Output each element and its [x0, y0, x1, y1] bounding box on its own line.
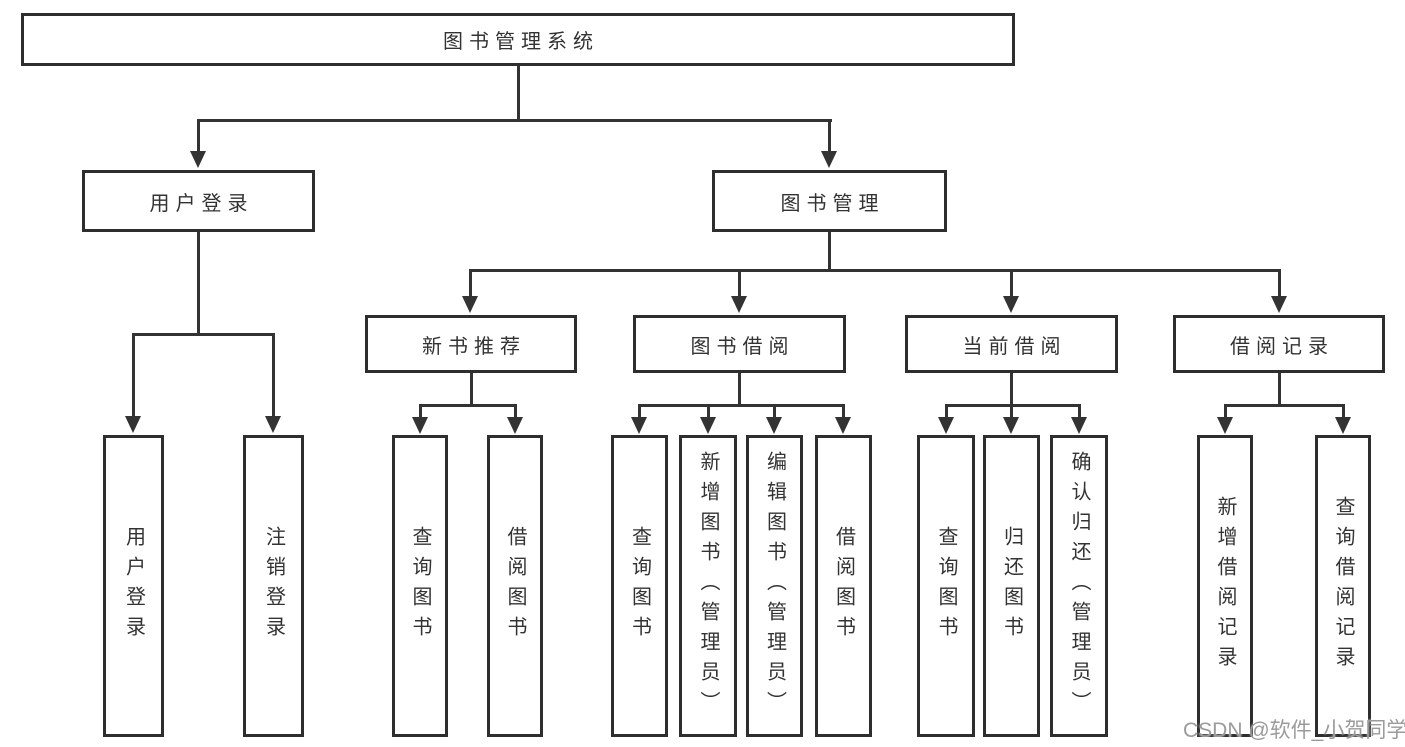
connector-cb-stem: [1010, 373, 1013, 406]
arrow-down-icon: [700, 417, 716, 434]
node-label: 借阅图书: [832, 526, 855, 646]
node-label: 注销登录: [262, 526, 285, 646]
node-label: 图书借阅: [690, 335, 795, 358]
leaf-bb-edit-books-admin: 编辑图书（管理员）: [746, 435, 803, 737]
connector-to-bb-add-books: [707, 404, 710, 418]
connector-bb-bar: [638, 404, 844, 407]
connector-book-management-stem: [828, 232, 831, 271]
node-book-management: 图书管理: [712, 170, 947, 232]
connector-to-bb-edit-books: [773, 404, 776, 418]
node-label: 确认归还（管理员）: [1068, 451, 1090, 721]
connector-to-leaf-user-login: [132, 333, 135, 416]
node-label: 查询图书: [628, 526, 651, 646]
leaf-br-add-record: 新增借阅记录: [1197, 435, 1253, 737]
arrow-down-icon: [821, 151, 837, 168]
leaf-cb-return-books: 归还图书: [983, 435, 1040, 737]
leaf-bb-query-books: 查询图书: [611, 435, 668, 737]
leaf-nbr-borrow-books: 借阅图书: [487, 435, 543, 737]
connector-cb-bar: [945, 404, 1081, 407]
connector-to-leaf-logout: [272, 333, 275, 416]
connector-nbr-stem: [470, 373, 473, 406]
arrow-down-icon: [1003, 296, 1019, 313]
node-label: 归还图书: [1000, 526, 1023, 646]
connector-to-br-add-record: [1224, 404, 1227, 418]
arrow-down-icon: [1335, 417, 1351, 434]
node-label: 新增借阅记录: [1214, 496, 1236, 676]
arrow-down-icon: [1271, 296, 1287, 313]
node-label: 用户登录: [122, 526, 145, 646]
node-label: 用户登录: [149, 192, 254, 215]
connector-to-bb-query-books: [638, 404, 641, 418]
arrow-down-icon: [462, 296, 478, 313]
node-label: 借阅记录: [1230, 335, 1334, 358]
connector-to-bb-borrow-books: [842, 404, 845, 418]
node-book-borrowing: 图书借阅: [633, 315, 846, 373]
arrow-down-icon: [125, 416, 141, 433]
connector-to-nbr-query-books: [419, 404, 422, 418]
connector-bb-stem: [738, 373, 741, 406]
node-label: 当前借阅: [962, 335, 1067, 358]
node-label: 查询图书: [409, 526, 431, 646]
arrow-down-icon: [631, 417, 647, 434]
connector-to-cb-confirm-return: [1078, 404, 1081, 418]
connector-book-management-bar: [469, 269, 1281, 272]
leaf-user-login: 用户登录: [103, 435, 164, 737]
node-label: 新增图书（管理员）: [697, 451, 719, 721]
arrow-down-icon: [731, 296, 747, 313]
connector-to-cb-query-books: [945, 404, 948, 418]
connector-user-login-stem: [197, 232, 200, 335]
connector-to-book-management-stem: [828, 119, 831, 152]
connector-root-stem: [517, 66, 520, 121]
connector-root-bar: [197, 119, 832, 122]
node-label: 图书管理: [780, 192, 885, 215]
arrow-down-icon: [265, 416, 281, 433]
arrow-down-icon: [835, 417, 851, 434]
arrow-down-icon: [1003, 417, 1019, 434]
leaf-bb-add-books-admin: 新增图书（管理员）: [679, 435, 737, 737]
arrow-down-icon: [766, 417, 782, 434]
leaf-bb-borrow-books: 借阅图书: [815, 435, 872, 737]
connector-br-stem: [1278, 373, 1281, 406]
arrow-down-icon: [1217, 417, 1233, 434]
node-current-borrowing: 当前借阅: [905, 315, 1118, 373]
leaf-logout: 注销登录: [243, 435, 304, 737]
connector-to-new-book-recommendation: [469, 269, 472, 297]
arrow-down-icon: [412, 417, 428, 434]
node-label: 查询图书: [935, 526, 957, 646]
connector-to-cb-return-books: [1010, 404, 1013, 418]
node-label: 查询借阅记录: [1332, 496, 1354, 676]
leaf-nbr-query-books: 查询图书: [392, 435, 448, 737]
node-new-book-recommendation: 新书推荐: [365, 315, 577, 373]
csdn-watermark: CSDN @软件_小贺同学: [1183, 719, 1405, 742]
node-label: 编辑图书（管理员）: [763, 451, 786, 721]
connector-br-bar: [1224, 404, 1345, 407]
connector-to-br-query-record: [1342, 404, 1345, 418]
connector-to-nbr-borrow-books: [514, 404, 517, 418]
arrow-down-icon: [190, 151, 206, 168]
node-label: 新书推荐: [422, 335, 526, 358]
node-user-login: 用户登录: [82, 170, 315, 232]
connector-to-current-borrowing: [1010, 269, 1013, 297]
leaf-cb-confirm-return-admin: 确认归还（管理员）: [1050, 435, 1108, 737]
arrow-down-icon: [1071, 417, 1087, 434]
node-borrowing-records: 借阅记录: [1173, 315, 1385, 373]
connector-user-login-bar: [132, 333, 275, 336]
connector-to-borrowing-records: [1278, 269, 1281, 297]
node-label: 借阅图书: [504, 526, 526, 646]
connector-to-book-borrowing: [738, 269, 741, 297]
node-library-management-system: 图书管理系统: [21, 13, 1015, 66]
node-label: 图书管理系统: [443, 31, 599, 53]
connector-to-user-login-stem: [197, 119, 200, 152]
connector-nbr-bar: [419, 404, 517, 407]
leaf-br-query-record: 查询借阅记录: [1315, 435, 1371, 737]
arrow-down-icon: [938, 417, 954, 434]
arrow-down-icon: [507, 417, 523, 434]
leaf-cb-query-books: 查询图书: [917, 435, 975, 737]
